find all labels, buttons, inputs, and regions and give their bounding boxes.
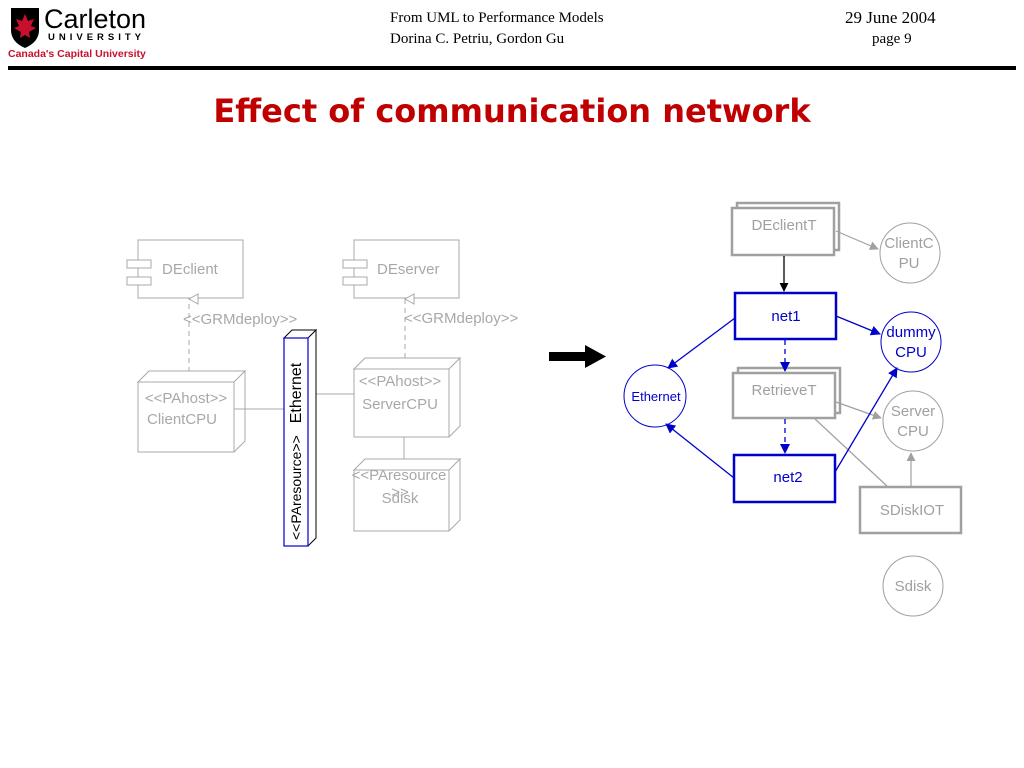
header-title: From UML to Performance Models [390,10,604,26]
component-deserver-label: DEserver [377,261,440,278]
node-servercpu-name: ServerCPU [362,396,438,413]
node-ethernet-name: Ethernet [288,362,305,423]
header-authors: Dorina C. Petriu, Gordon Gu [390,31,565,47]
node-sdisk-stereotype-cont: >> [391,484,409,501]
processor-ethernet: Ethernet [623,364,687,428]
processor-dummy-line2: CPU [895,344,927,361]
deploy-label-server: <<GRMdeploy>> [404,310,518,327]
task-net1: net1 [733,291,838,341]
task-retrievet-label: RetrieveT [751,382,816,399]
processor-clientcpu: ClientC PU [879,222,941,284]
edge-declientt-clientcpu [835,230,879,250]
task-net2: net2 [732,453,837,504]
logo-university: UNIVERSITY [48,32,145,43]
task-net1-label: net1 [771,308,800,325]
node-ethernet-label: <<PAresource>> Ethernet [288,362,305,540]
processor-server-cpu: Server CPU [882,390,944,452]
right-lqn-model: DEclientT ClientC PU net1 dummy CPU Ethe… [623,201,963,617]
node-sdisk: <<PAresource >> Sdisk [352,457,462,532]
edge-retrievet-servercpu [835,401,882,420]
processor-ethernet-label: Ethernet [631,389,681,404]
task-declientt: DEclientT [730,201,841,257]
header-divider [8,66,1016,70]
edge-net1-dummycpu [835,315,881,336]
processor-dummy-line1: dummy [886,324,936,341]
transformation-arrow [549,345,606,368]
node-clientcpu-stereotype: <<PAhost>> [145,390,228,407]
task-sdiskiot: SDiskIOT [858,485,963,535]
node-servercpu-stereotype: <<PAhost>> [359,373,442,390]
shield-icon [11,8,39,48]
logo-name: Carleton [44,4,146,34]
header-date: 29 June 2004 [845,8,936,27]
component-declient-label: DEclient [162,261,219,278]
node-clientcpu-name: ClientCPU [147,411,217,428]
node-sdisk-name: Sdisk [382,490,419,507]
processor-clientcpu-line2: PU [899,255,920,272]
logo-tagline: Canada's Capital University [8,48,146,60]
processor-sdisk: Sdisk [882,555,944,617]
node-ethernet-stereotype: <<PAresource>> [288,435,304,540]
task-retrievet: RetrieveT [731,366,842,420]
processor-server-line1: Server [891,403,935,420]
node-servercpu: <<PAhost>> ServerCPU [352,356,462,438]
node-clientcpu: <<PAhost>> ClientCPU [136,369,247,453]
task-declientt-label: DEclientT [751,217,816,234]
processor-server-line2: CPU [897,423,929,440]
task-net2-label: net2 [773,469,802,486]
deploy-label-client: <<GRMdeploy>> [183,311,297,328]
left-deployment-diagram: DEclient DEserver <<GRMdeploy>> <<GRMdep… [126,239,518,547]
processor-sdisk-label: Sdisk [895,578,932,595]
processor-clientcpu-line1: ClientC [884,235,933,252]
slide-title: Effect of communication network [213,92,811,130]
task-sdiskiot-label: SDiskIOT [880,502,944,519]
edge-retrievet-sdiskiot [814,418,889,488]
processor-dummy-cpu: dummy CPU [880,311,942,373]
carleton-logo: Carleton UNIVERSITY Canada's Capital Uni… [8,4,146,60]
edge-net2-dummycpu [834,367,898,473]
edge-net2-ethernet [665,423,735,479]
node-sdisk-stereotype: <<PAresource [352,467,447,484]
edge-net1-ethernet [667,317,736,369]
component-declient: DEclient [126,239,244,299]
component-deserver: DEserver [342,239,460,299]
node-ethernet: <<PAresource>> Ethernet [282,328,318,547]
header-page: page 9 [872,31,912,47]
